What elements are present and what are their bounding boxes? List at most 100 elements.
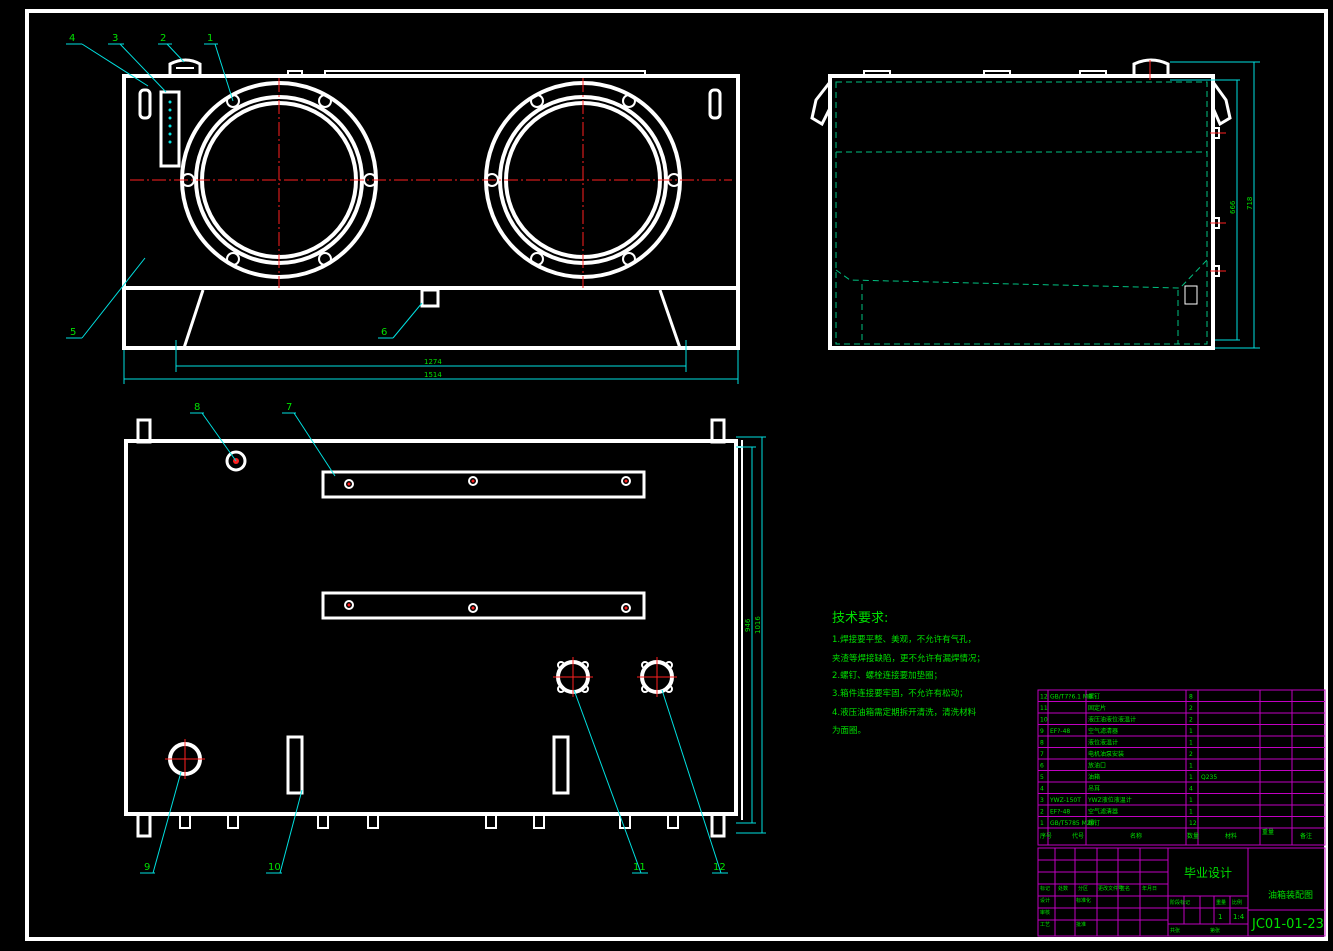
part-no: 8 <box>1040 740 1044 747</box>
part-code: GB/T5785 M20 <box>1050 820 1095 827</box>
part-no: 4 <box>1040 786 1044 793</box>
dim-top-inner: 946 <box>744 618 752 632</box>
tb-label: 比例 <box>1232 899 1242 906</box>
tb-label: 标准化 <box>1076 897 1091 904</box>
tb-label: 签名 <box>1120 885 1130 892</box>
part-qty: 1 <box>1189 728 1193 735</box>
part-name: 电机油泵安装 <box>1088 750 1124 758</box>
balloon-9: 9 <box>144 862 150 873</box>
part-name: 液压油液位液温计 <box>1088 716 1136 724</box>
sheet-border <box>25 9 1328 941</box>
tech-line: 2.螺钉、螺栓连接要加垫圈； <box>832 670 942 681</box>
front-view <box>122 58 740 384</box>
tb-label: 重量 <box>1216 899 1226 906</box>
balloon-2: 2 <box>160 33 166 44</box>
balloon-5: 5 <box>70 327 76 338</box>
tb-label: 处数 <box>1058 885 1068 892</box>
part-no: 6 <box>1040 763 1044 770</box>
part-no: 5 <box>1040 774 1044 781</box>
balloon-3: 3 <box>112 33 118 44</box>
parts-header-weight: 重量 <box>1262 828 1274 836</box>
part-no: 11 <box>1040 705 1048 712</box>
tech-line: 3.箱件连接要牢固，不允许有松动； <box>832 688 968 699</box>
dim-top-overall: 1016 <box>754 616 762 634</box>
balloon-labels: 4 3 2 1 5 6 8 7 9 10 11 12 <box>69 33 726 873</box>
parts-header-code: 代号 <box>1072 832 1084 840</box>
tb-label: 标记 <box>1040 885 1050 892</box>
dim-side-inner: 666 <box>1229 200 1237 214</box>
tb-label: 阶段标记 <box>1170 899 1190 906</box>
parts-header-material: 材料 <box>1225 832 1237 840</box>
tb-label: 年月日 <box>1142 885 1157 892</box>
balloon-4: 4 <box>69 33 75 44</box>
balloon-7: 7 <box>286 402 292 413</box>
part-qty: 12 <box>1189 820 1197 827</box>
part-qty: 1 <box>1189 797 1193 804</box>
part-name: 固定片 <box>1088 704 1106 712</box>
top-view <box>124 418 766 838</box>
balloon-1: 1 <box>207 33 213 44</box>
tech-line: 4.液压油箱需定期拆开清洗，清洗材料 <box>832 707 977 718</box>
part-qty: 8 <box>1189 694 1193 701</box>
tb-project: 毕业设计 <box>1184 866 1232 880</box>
tb-label: 分区 <box>1078 885 1088 892</box>
part-qty: 2 <box>1189 717 1193 724</box>
dim-side-overall: 718 <box>1246 197 1254 210</box>
part-name: YWZ液位液温计 <box>1087 796 1132 804</box>
dimension-labels: 1274 1514 666 718 946 1016 <box>424 197 1254 634</box>
part-no: 1 <box>1040 820 1044 827</box>
tech-title: 技术要求: <box>832 611 888 626</box>
part-qty: 1 <box>1189 809 1193 816</box>
technical-requirements: 技术要求: 1.焊接要平整、美观，不允许有气孔， 夹渣等焊接缺陷，更不允许有漏焊… <box>832 611 985 736</box>
part-name: 放油口 <box>1088 762 1106 770</box>
tech-line: 夹渣等焊接缺陷，更不允许有漏焊情况； <box>832 653 985 664</box>
tb-scale: 1:4 <box>1233 913 1245 921</box>
balloon-12: 12 <box>713 862 726 873</box>
tb-sheet-qty: 1 <box>1218 913 1222 921</box>
part-no: 9 <box>1040 728 1044 735</box>
part-name: 吊耳 <box>1088 786 1100 793</box>
part-name: 液位液温计 <box>1088 739 1118 747</box>
tb-drawing-name: 油箱装配图 <box>1268 889 1313 901</box>
tech-line: 1.焊接要平整、美观，不允许有气孔， <box>832 634 976 645</box>
part-name: 空气滤清器 <box>1088 727 1118 735</box>
part-qty: 2 <box>1189 751 1193 758</box>
part-code: EF?-48 <box>1050 809 1070 816</box>
tb-label: 审核 <box>1040 909 1050 916</box>
dim-front-inner: 1274 <box>424 358 442 366</box>
balloon-10: 10 <box>268 862 281 873</box>
parts-header-note: 备注 <box>1300 832 1312 840</box>
part-qty: 1 <box>1189 763 1193 770</box>
parts-header-no: 序号 <box>1040 832 1052 840</box>
side-view <box>810 58 1260 350</box>
part-qty: 4 <box>1189 786 1193 793</box>
part-qty: 2 <box>1189 705 1193 712</box>
balloon-8: 8 <box>194 402 200 413</box>
tb-drawing-no: JC01-01-23 <box>1251 917 1324 932</box>
part-no: 12 <box>1040 694 1048 701</box>
tb-label: 批准 <box>1076 921 1086 928</box>
parts-header-name: 名称 <box>1130 832 1142 840</box>
part-name: 空气滤清器 <box>1088 808 1118 816</box>
part-no: 3 <box>1040 797 1044 804</box>
tb-label: 共张 <box>1170 927 1180 934</box>
part-no: 2 <box>1040 809 1044 816</box>
part-name: 螺钉 <box>1088 819 1100 827</box>
part-no: 7 <box>1040 751 1044 758</box>
part-name: 螺钉 <box>1088 693 1100 701</box>
part-code: GB/T7?6.1 M8 <box>1050 694 1092 701</box>
leader-lines <box>66 43 728 874</box>
title-block: 标记 处数 分区 更改文件号 签名 年月日 设计 标准化 审核 工艺 批准 阶段… <box>1037 847 1326 937</box>
part-no: 10 <box>1040 717 1048 724</box>
part-code: EF?-48 <box>1050 728 1070 735</box>
part-qty: 1 <box>1189 774 1193 781</box>
part-name: 油箱 <box>1088 773 1100 781</box>
balloon-11: 11 <box>633 862 646 873</box>
tb-label: 第张 <box>1210 927 1220 934</box>
parts-header-qty: 数量 <box>1187 832 1199 840</box>
dim-front-overall: 1514 <box>424 371 442 379</box>
balloon-6: 6 <box>381 327 387 338</box>
part-code: YWZ-150T <box>1049 797 1081 804</box>
